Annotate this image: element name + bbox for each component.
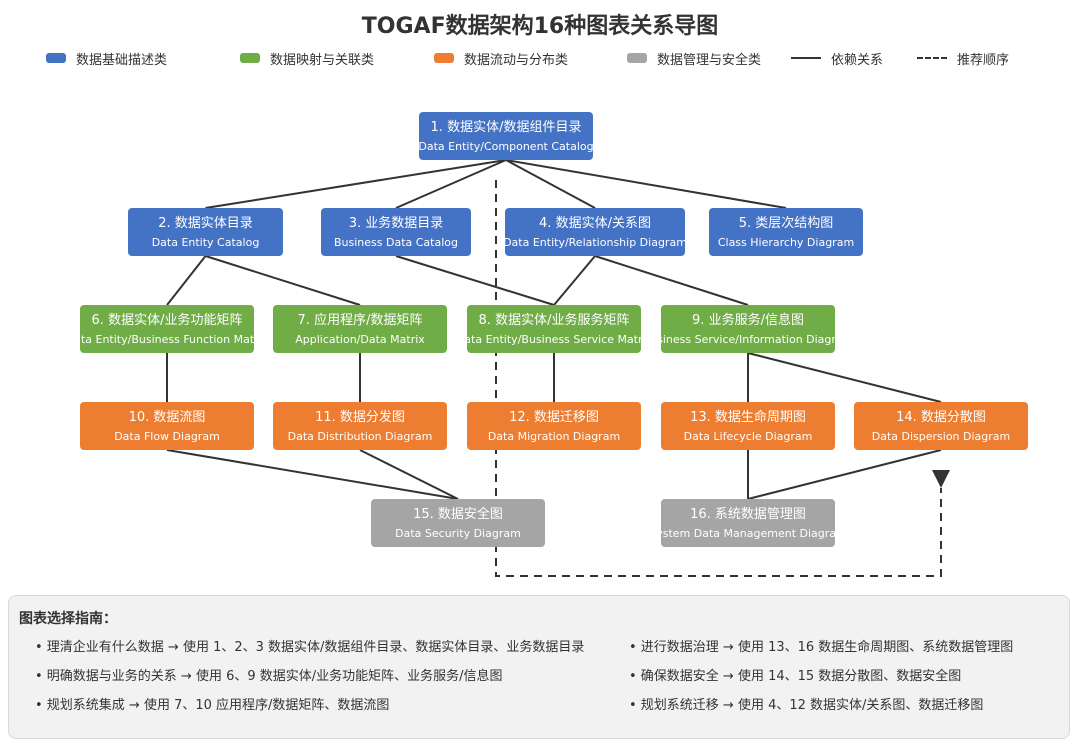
- legend-swatch-blue: [46, 53, 66, 63]
- legend-swatch-green: [240, 53, 260, 63]
- edge-4-9: [594, 255, 749, 306]
- legend-dashed-line: [917, 57, 947, 59]
- legend-label: 数据映射与关联类: [270, 52, 375, 68]
- edge-1-5: [505, 159, 787, 209]
- guide-item: • 确保数据安全 → 使用 14、15 数据分散图、数据安全图: [629, 669, 962, 684]
- legend-solid-line: [791, 57, 821, 59]
- connector-layer: [166, 159, 950, 577]
- edge-4-8: [553, 255, 596, 306]
- recommended-order-arrowhead: [932, 470, 950, 488]
- guide-item: • 规划系统迁移 → 使用 4、12 数据实体/关系图、数据迁移图: [629, 698, 984, 713]
- legend-item-dependency: 依赖关系: [791, 48, 883, 68]
- legend-item-order: 推荐顺序: [917, 48, 1009, 68]
- edge-3-8: [395, 255, 555, 306]
- node-data-security-diagram[interactable]: 15. 数据安全图 Data Security Diagram: [371, 499, 545, 547]
- node-data-entity-business-service-matrix[interactable]: 8. 数据实体/业务服务矩阵 Data Entity/Business Serv…: [456, 305, 652, 353]
- node-class-hierarchy-diagram[interactable]: 5. 类层次结构图 Class Hierarchy Diagram: [709, 208, 863, 256]
- node-title: 9. 业务服务/信息图: [692, 312, 804, 328]
- node-subtitle: System Data Management Diagram: [649, 526, 847, 540]
- node-system-data-management-diagram[interactable]: 16. 系统数据管理图 System Data Management Diagr…: [649, 499, 847, 547]
- guide-title: 图表选择指南：: [19, 611, 117, 627]
- legend-item-mapping: 数据映射与关联类: [240, 48, 374, 68]
- guide-item: • 进行数据治理 → 使用 13、16 数据生命周期图、系统数据管理图: [629, 640, 1014, 655]
- edge-1-2: [205, 159, 507, 209]
- legend-swatch-gray: [627, 53, 647, 63]
- node-data-entity-catalog[interactable]: 2. 数据实体目录 Data Entity Catalog: [128, 208, 283, 256]
- node-business-service-information-diagram[interactable]: 9. 业务服务/信息图 Business Service/Information…: [643, 305, 853, 353]
- node-subtitle: Data Distribution Diagram: [287, 429, 433, 443]
- edge-1-3: [395, 159, 507, 209]
- node-title: 7. 应用程序/数据矩阵: [297, 312, 423, 328]
- node-title: 16. 系统数据管理图: [690, 506, 806, 522]
- node-title: 6. 数据实体/业务功能矩阵: [91, 312, 243, 328]
- edge-14-16: [747, 449, 942, 500]
- node-business-data-catalog[interactable]: 3. 业务数据目录 Business Data Catalog: [321, 208, 471, 256]
- node-title: 12. 数据迁移图: [509, 409, 599, 425]
- edge-10-15: [166, 449, 459, 500]
- node-data-distribution-diagram[interactable]: 11. 数据分发图 Data Distribution Diagram: [273, 402, 447, 450]
- legend-label: 数据流动与分布类: [464, 52, 569, 68]
- legend-item-basic: 数据基础描述类: [46, 48, 167, 68]
- recommended-order-path: [495, 180, 942, 577]
- edge-1-4: [505, 159, 596, 209]
- legend-item-flow: 数据流动与分布类: [434, 48, 568, 68]
- node-title: 2. 数据实体目录: [158, 215, 253, 231]
- node-data-migration-diagram[interactable]: 12. 数据迁移图 Data Migration Diagram: [467, 402, 641, 450]
- guide-list-right: • 进行数据治理 → 使用 13、16 数据生命周期图、系统数据管理图 • 确保…: [629, 638, 1013, 725]
- node-application-data-matrix[interactable]: 7. 应用程序/数据矩阵 Application/Data Matrix: [273, 305, 447, 353]
- node-subtitle: Data Dispersion Diagram: [871, 429, 1011, 443]
- node-data-lifecycle-diagram[interactable]: 13. 数据生命周期图 Data Lifecycle Diagram: [661, 402, 835, 450]
- node-title: 13. 数据生命周期图: [690, 409, 806, 425]
- node-title: 1. 数据实体/数据组件目录: [430, 119, 582, 135]
- node-title: 5. 类层次结构图: [738, 215, 834, 231]
- chart-selection-guide: 图表选择指南： • 理清企业有什么数据 → 使用 1、2、3 数据实体/数据组件…: [8, 595, 1070, 739]
- node-data-entity-relationship-diagram[interactable]: 4. 数据实体/关系图 Data Entity/Relationship Dia…: [503, 208, 687, 256]
- node-subtitle: Business Service/Information Diagram: [642, 332, 854, 346]
- node-subtitle: Class Hierarchy Diagram: [717, 235, 855, 249]
- node-subtitle: Data Flow Diagram: [114, 429, 220, 443]
- node-subtitle: Data Lifecycle Diagram: [683, 429, 813, 443]
- guide-item: • 规划系统集成 → 使用 7、10 应用程序/数据矩阵、数据流图: [35, 698, 390, 713]
- node-title: 3. 业务数据目录: [348, 215, 444, 231]
- node-title: 11. 数据分发图: [315, 409, 405, 425]
- edge-2-7: [205, 255, 361, 306]
- edge-11-15: [359, 449, 459, 500]
- node-title: 10. 数据流图: [128, 409, 206, 425]
- edge-9-14: [747, 352, 942, 403]
- node-title: 15. 数据安全图: [413, 506, 503, 522]
- node-subtitle: Data Entity/Relationship Diagram: [503, 235, 687, 249]
- legend-item-management: 数据管理与安全类: [627, 48, 761, 68]
- node-data-dispersion-diagram[interactable]: 14. 数据分散图 Data Dispersion Diagram: [854, 402, 1028, 450]
- guide-item: • 理清企业有什么数据 → 使用 1、2、3 数据实体/数据组件目录、数据实体目…: [35, 640, 585, 655]
- page-title: TOGAF数据架构16种图表关系导图: [361, 14, 719, 39]
- guide-item: • 明确数据与业务的关系 → 使用 6、9 数据实体/业务功能矩阵、业务服务/信…: [35, 669, 503, 684]
- legend-swatch-orange: [434, 53, 454, 63]
- node-data-flow-diagram[interactable]: 10. 数据流图 Data Flow Diagram: [80, 402, 254, 450]
- node-title: 8. 数据实体/业务服务矩阵: [478, 312, 630, 328]
- dependency-edges: [166, 159, 942, 500]
- node-subtitle: Data Entity/Business Function Matrix: [65, 332, 269, 346]
- edge-2-6: [166, 255, 207, 306]
- node-subtitle: Data Entity/Component Catalog: [418, 139, 594, 153]
- node-title: 14. 数据分散图: [896, 409, 986, 425]
- legend: 数据基础描述类 数据映射与关联类 数据流动与分布类 数据管理与安全类 依赖关系 …: [0, 48, 1080, 68]
- node-subtitle: Application/Data Matrix: [295, 332, 425, 346]
- node-subtitle: Data Entity/Business Service Matrix: [455, 332, 653, 346]
- legend-label: 数据基础描述类: [76, 52, 168, 68]
- node-subtitle: Data Security Diagram: [395, 526, 521, 540]
- node-data-entity-business-function-matrix[interactable]: 6. 数据实体/业务功能矩阵 Data Entity/Business Func…: [66, 305, 268, 353]
- node-subtitle: Data Migration Diagram: [487, 429, 621, 443]
- node-title: 4. 数据实体/关系图: [539, 215, 651, 231]
- node-data-entity-component-catalog[interactable]: 1. 数据实体/数据组件目录 Data Entity/Component Cat…: [418, 112, 594, 160]
- legend-label: 推荐顺序: [957, 52, 1010, 68]
- legend-label: 依赖关系: [831, 52, 884, 68]
- legend-label: 数据管理与安全类: [657, 52, 762, 68]
- node-subtitle: Data Entity Catalog: [151, 235, 260, 249]
- guide-list-left: • 理清企业有什么数据 → 使用 1、2、3 数据实体/数据组件目录、数据实体目…: [35, 638, 584, 725]
- node-subtitle: Business Data Catalog: [333, 235, 458, 249]
